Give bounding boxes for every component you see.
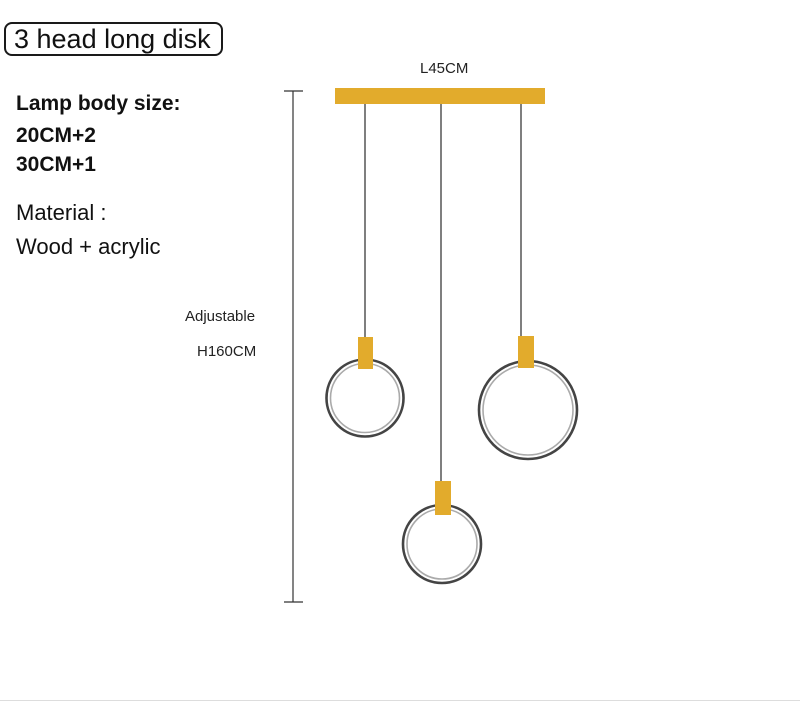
height-dimension-label: H160CM [197,343,257,360]
ceiling-bar [335,88,545,104]
left-ring-lamp [325,337,405,438]
product-title: 3 head long disk [4,22,223,56]
size-option-20cm: 20CM+2 [16,124,96,147]
material-value: Wood + acrylic [16,234,161,259]
size-option-30cm: 30CM+1 [16,153,96,176]
bottom-divider [0,700,800,701]
length-dimension-label: L45CM [420,60,469,77]
middle-ring-lamp [401,481,483,585]
height-dimension-line [284,90,303,603]
adjustable-label: Adjustable [185,308,256,325]
lamp-body-size-label: Lamp body size: [16,92,181,115]
right-ring-lamp [477,336,579,461]
material-label: Material : [16,200,107,225]
